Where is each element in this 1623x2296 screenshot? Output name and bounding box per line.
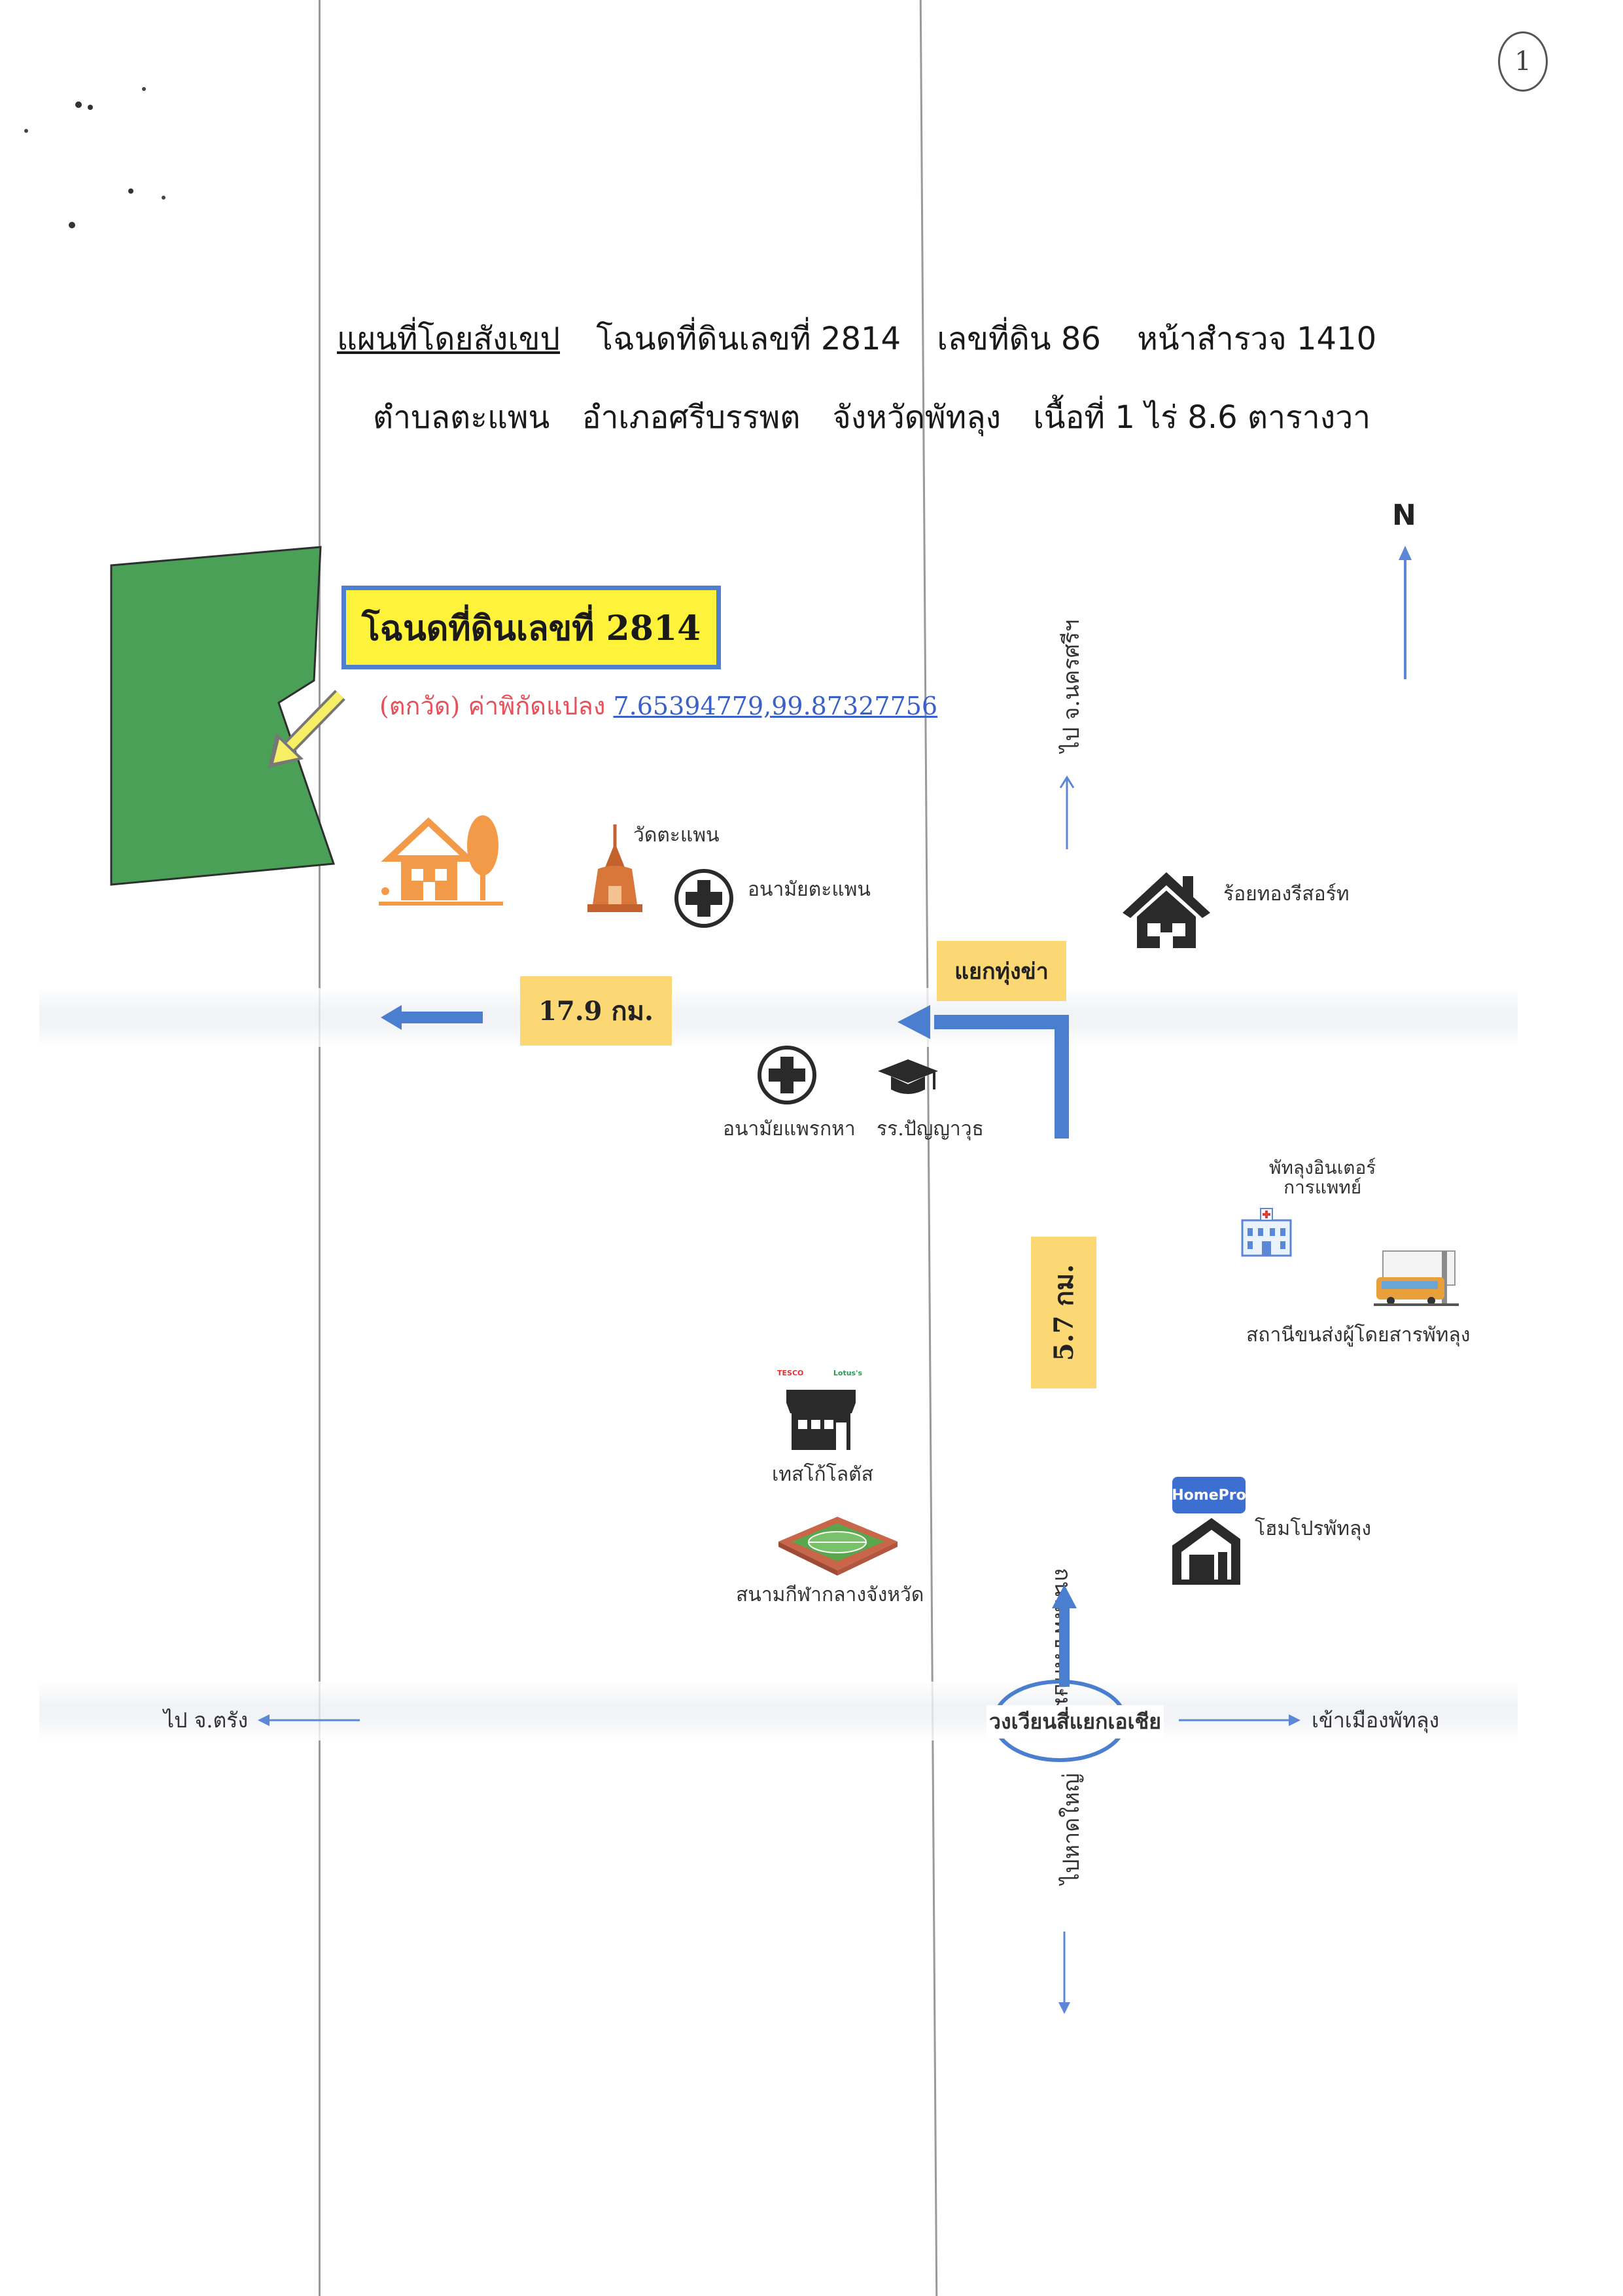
coord-label: ค่าพิกัดแปลง [468,692,606,720]
east-road-arrow-icon [1179,1714,1300,1726]
school-graduation-cap-icon [878,1059,938,1094]
deed-number: โฉนดที่ดินเลขที่ 2814 [596,321,901,357]
bus-station-label: สถานีขนส่งผู้โดยสารพัทลุง [1246,1324,1471,1347]
health-center-tapaen-label: อนามัยตะแพน [748,878,871,901]
road-to-hatyai-label: ไปหาดใหญ่ [1058,1773,1085,1884]
scan-specks [24,87,166,228]
hospital-building-icon [1241,1208,1292,1257]
south-road-arrow-icon [1058,1932,1070,2014]
temple-label: วัดตะแพน [633,824,720,847]
homepro-label: โฮมโปรพัทลุง [1255,1517,1372,1540]
route-turn-arrow-icon [898,1005,1069,1139]
hospital-label: พัทลุงอินเตอร์ การแพทย์ [1269,1157,1376,1198]
survey-page: หน้าสำรวจ 1410 [1137,321,1377,357]
junction-label: แยกทุ่งข่า [937,941,1066,1001]
north-arrow-icon [1399,546,1412,679]
tesco-logo-text: TESCO [777,1369,804,1377]
distance-north-text: 5.7 กม. [1049,1263,1079,1362]
health-center-praekha-label: อนามัยแพรกหา [723,1118,856,1140]
map-heading: แผนที่โดยสังเขป [337,321,561,357]
stadium-icon [778,1517,898,1576]
coord-link[interactable]: 7.65394779,99.87327756 [613,692,938,720]
house-tree-icon [379,815,503,906]
store-icon [786,1390,856,1450]
road-to-trang-label: ไป จ.ตรัง [164,1708,249,1733]
tesco-lotus-logo: TESCO Lotus's [777,1369,862,1377]
faded-band-lower [39,1682,1518,1740]
roundabout-label: วงเวียนสี่แยกเอเชีย [986,1705,1164,1739]
parcel-pointer-arrow-icon [268,690,345,768]
faded-band-upper [39,988,1518,1047]
map-title-line2: ตำบลตะแพน อำเภอศรีบรรพต จังหวัดพัทลุง เน… [373,393,1393,442]
parcel-label-box: โฉนดที่ดินเลขที่ 2814 [341,586,721,669]
subdistrict: ตำบลตะแพน [373,399,550,436]
district: อำเภอศรีบรรพต [582,399,801,436]
land-parcel-shape [110,546,336,886]
highway-north-arrow-icon [1052,1585,1077,1687]
land-area: เนื้อที่ 1 ไร่ 8.6 ตารางวา [1033,399,1371,436]
homepro-logo: HomePro [1172,1477,1246,1513]
route-west-arrow-icon [381,1005,483,1030]
fold-line-left [319,0,321,2296]
health-center-icon [674,869,733,928]
north-road-arrow-icon [1059,775,1075,849]
tesco-lotus-label: เทสโก้โลตัส [772,1463,873,1486]
school-label: รร.ปัญญาวุธ [877,1118,984,1140]
road-to-nakhon-label: ไป จ.นครศรีฯ [1058,619,1085,752]
temple-icon [587,824,642,912]
stadium-label: สนามกีฬากลางจังหวัด [736,1583,924,1606]
map-title-line1: แผนที่โดยสังเขป โฉนดที่ดินเลขที่ 2814 เล… [337,314,1403,364]
resort-house-icon [1123,872,1210,948]
distance-north-label: 5.7 กม. [1031,1237,1096,1388]
land-number: เลขที่ดิน 86 [937,321,1101,357]
parcel-coordinates: (ตกวัด) ค่าพิกัดแปลง 7.65394779,99.87327… [379,686,937,726]
west-road-arrow-icon [258,1714,360,1726]
province: จังหวัดพัทลุง [832,399,1002,436]
page-number-mark: 1 [1498,31,1548,92]
coord-prefix: (ตกวัด) [379,692,461,720]
roundabout-icon [992,1680,1127,1762]
health-center-praekha-icon [758,1046,816,1104]
bus-station-icon [1374,1250,1459,1306]
distance-west-label: 17.9 กม. [520,976,672,1046]
homepro-store-icon [1172,1518,1240,1585]
north-label: N [1392,499,1416,532]
road-to-city-label: เข้าเมืองพัทลุง [1312,1708,1440,1733]
resort-label: ร้อยทองรีสอร์ท [1223,883,1350,906]
lotus-logo-text: Lotus's [833,1369,862,1377]
